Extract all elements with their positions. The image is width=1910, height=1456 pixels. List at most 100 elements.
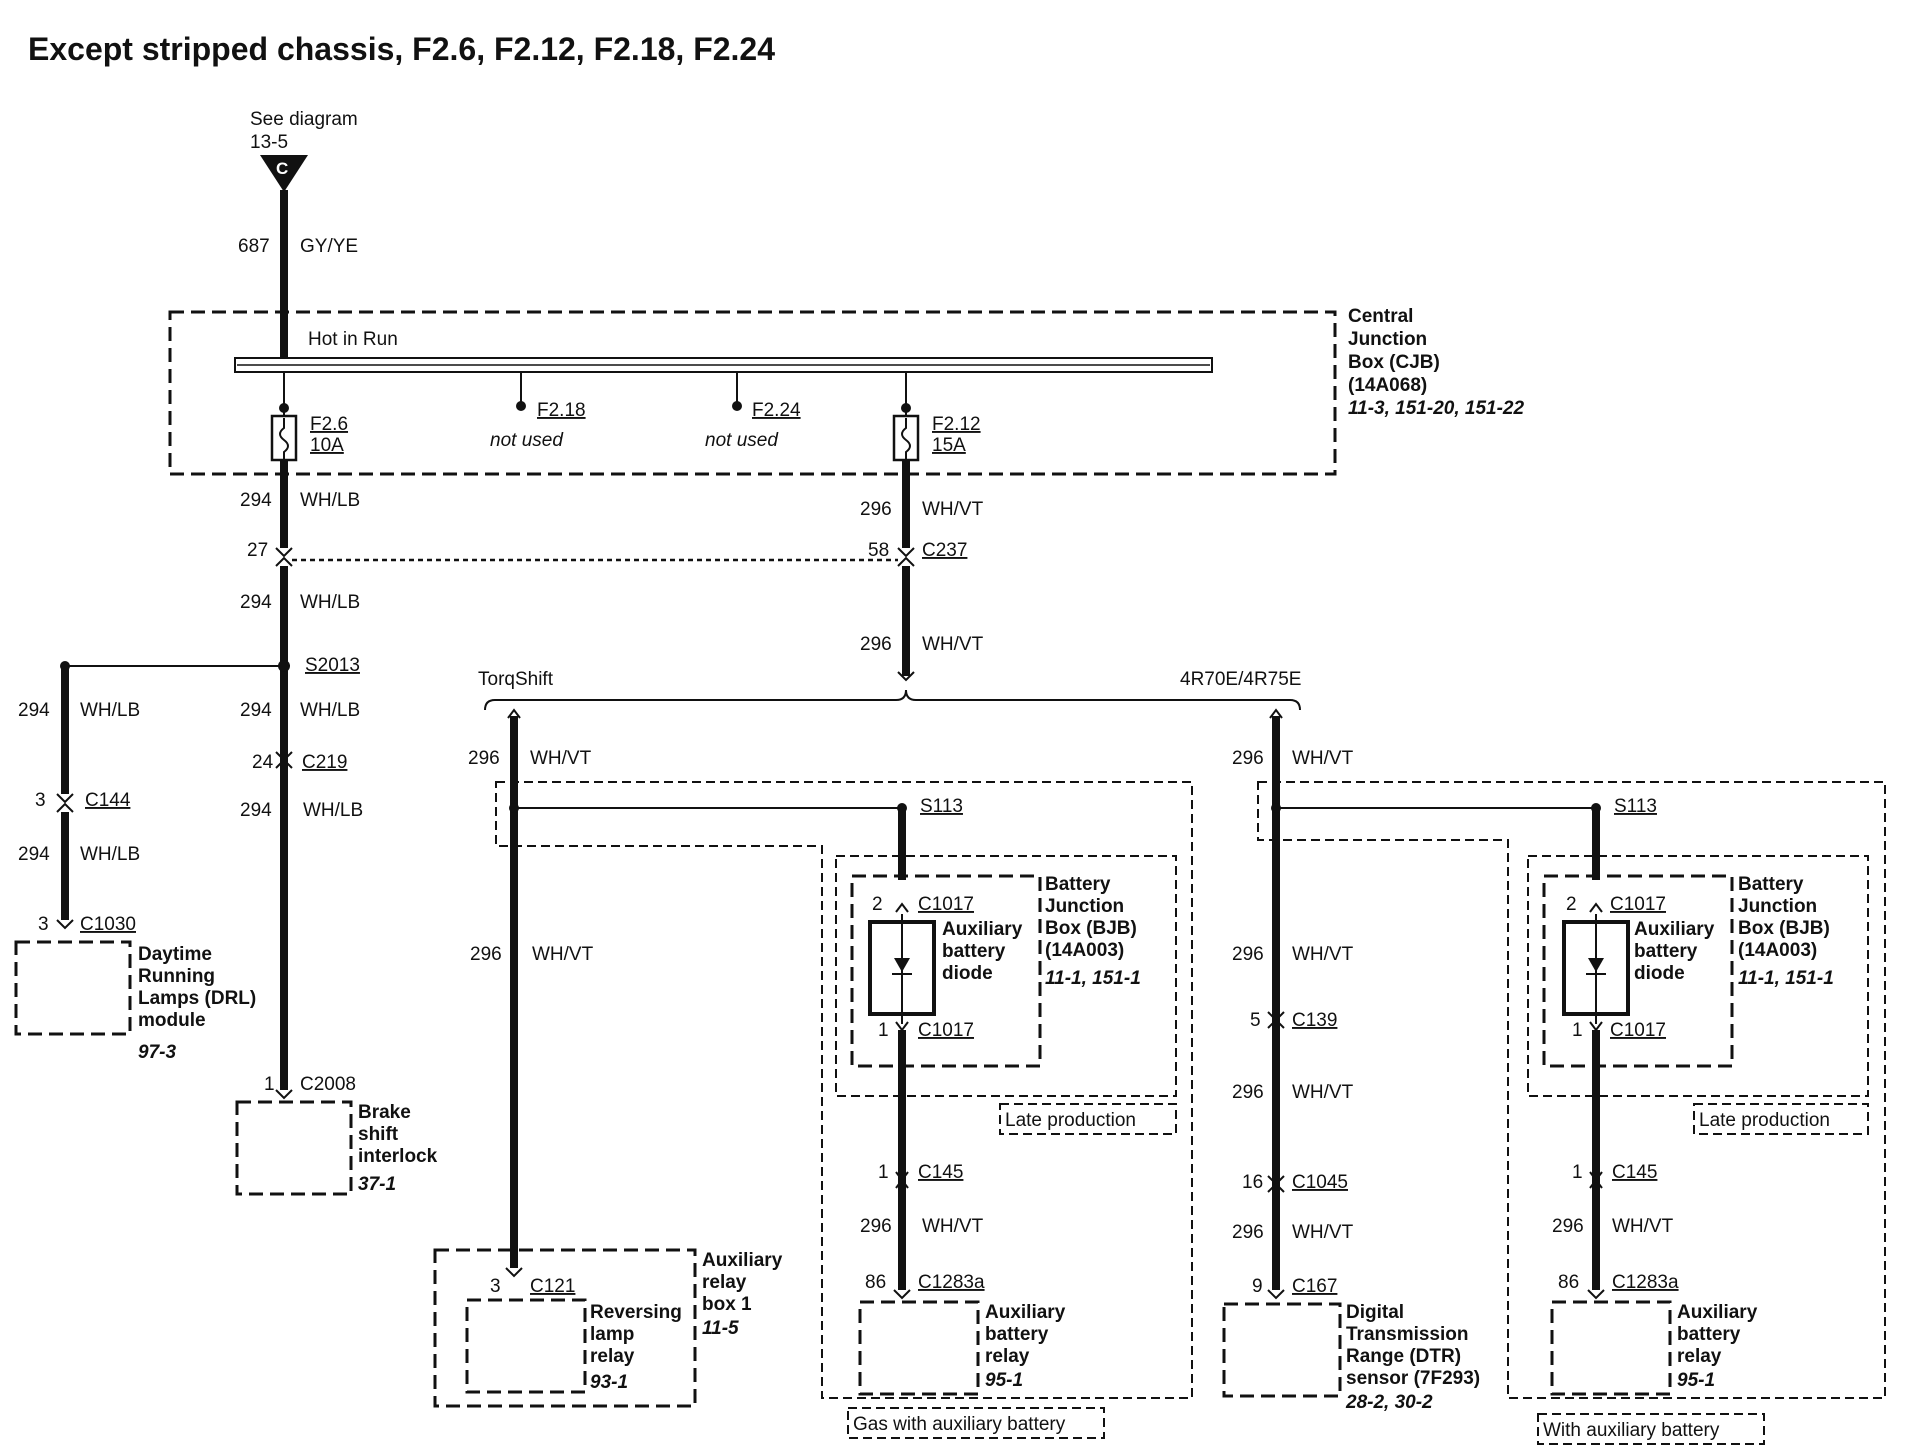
r4r-c1017-bot-pin: 1 bbox=[1572, 1020, 1583, 1041]
arb-name-3: box 1 bbox=[702, 1294, 752, 1315]
c1045-pin: 16 bbox=[1242, 1172, 1263, 1193]
r4r-diode-icon bbox=[1588, 958, 1604, 972]
with-aux-battery-tag bbox=[1537, 1413, 1765, 1445]
dtr-name-2: Transmission bbox=[1346, 1324, 1469, 1345]
arb-name-2: relay bbox=[702, 1272, 747, 1293]
torq-c1017-top-pin: 2 bbox=[872, 894, 883, 915]
r4r-aux-relay-name-1: Auxiliary bbox=[1677, 1302, 1758, 1323]
r4r-c1283-pin: 86 bbox=[1558, 1272, 1579, 1293]
c237-label: C237 bbox=[922, 540, 967, 561]
rev-relay-name-3: relay bbox=[590, 1346, 635, 1367]
fuse-f2-6-id: F2.6 bbox=[310, 414, 348, 435]
torq-bjb-name-3: Box (BJB) bbox=[1045, 918, 1137, 939]
torq-bjb-ref: 11-1, 151-1 bbox=[1045, 968, 1141, 989]
brake-wire-2-circuit: 294 bbox=[240, 800, 272, 821]
wire-294-upper-color: WH/LB bbox=[300, 490, 360, 511]
fuse-f2-12-id: F2.12 bbox=[932, 414, 981, 435]
brake-wire-2-color: WH/LB bbox=[303, 800, 363, 821]
c139-pin: 5 bbox=[1250, 1010, 1261, 1031]
r4r-late-production-tag bbox=[1693, 1103, 1869, 1135]
brake-name-2: shift bbox=[358, 1124, 399, 1145]
source-connector-icon bbox=[260, 155, 308, 192]
r4r-bjb-name-4: (14A003) bbox=[1738, 940, 1817, 961]
c237-pin-right: 58 bbox=[868, 540, 889, 561]
r4r-bjb-box bbox=[1542, 874, 1734, 1068]
arb-ref: 11-5 bbox=[702, 1318, 739, 1339]
wire-294-upper-circuit: 294 bbox=[240, 490, 272, 511]
drl-name-2: Running bbox=[138, 966, 215, 987]
feed-wire-color: GY/YE bbox=[300, 236, 358, 257]
page-title: Except stripped chassis, F2.6, F2.12, F2… bbox=[28, 31, 775, 67]
feed-wire-circuit: 687 bbox=[238, 236, 270, 257]
r4r-aux-relay-name-2: battery bbox=[1677, 1324, 1741, 1345]
r4r-bjb-name-1: Battery bbox=[1738, 874, 1804, 895]
torq-c1283-label: C1283a bbox=[918, 1272, 985, 1293]
torq-aux-relay-name-1: Auxiliary bbox=[985, 1302, 1066, 1323]
dtr-sensor-box bbox=[1222, 1302, 1342, 1398]
r4r-wire-top-color: WH/VT bbox=[1292, 748, 1354, 769]
r4r-wire-aux-circuit: 296 bbox=[1552, 1216, 1584, 1237]
cjb-name-4: (14A068) bbox=[1348, 375, 1427, 396]
c139-label: C139 bbox=[1292, 1010, 1337, 1031]
c219-pin: 24 bbox=[252, 752, 274, 773]
torq-wire-relay-circuit: 296 bbox=[470, 944, 502, 965]
r4r-c145-pin: 1 bbox=[1572, 1162, 1583, 1183]
torq-late-production-tag bbox=[999, 1103, 1177, 1135]
drl-name-1: Daytime bbox=[138, 944, 212, 965]
torq-late-production-label: Late production bbox=[1005, 1110, 1136, 1131]
gas-aux-battery-label: Gas with auxiliary battery bbox=[853, 1414, 1066, 1435]
gas-aux-battery-tag bbox=[847, 1407, 1105, 1439]
source-letter: C bbox=[276, 159, 288, 178]
r4r-c1017-top-label: C1017 bbox=[1610, 894, 1666, 915]
brake-name-1: Brake bbox=[358, 1102, 411, 1123]
fuse-f2-24-id: F2.24 bbox=[752, 400, 801, 421]
dtr-name-3: Range (DTR) bbox=[1346, 1346, 1461, 1367]
r4r-wire-2-circuit: 296 bbox=[1232, 1082, 1264, 1103]
r4r-diode-name-1: Auxiliary bbox=[1634, 919, 1715, 940]
torq-splice-s113-label: S113 bbox=[920, 796, 963, 817]
torq-c145-pin: 1 bbox=[878, 1162, 889, 1183]
torq-diode-name-3: diode bbox=[942, 963, 993, 984]
torq-c1017-top-label: C1017 bbox=[918, 894, 974, 915]
dtr-name-1: Digital bbox=[1346, 1302, 1404, 1323]
r4r-wire-aux-color: WH/VT bbox=[1612, 1216, 1674, 1237]
r4r-wire-3-circuit: 296 bbox=[1232, 1222, 1264, 1243]
wire-296-upper-circuit: 296 bbox=[860, 499, 892, 520]
c1030-label: C1030 bbox=[80, 914, 136, 935]
fuse-f2-18-id: F2.18 bbox=[537, 400, 586, 421]
arb-name-1: Auxiliary bbox=[702, 1250, 783, 1271]
torq-bjb-name-1: Battery bbox=[1045, 874, 1111, 895]
drl-wire-2-color: WH/LB bbox=[80, 844, 140, 865]
c219-label: C219 bbox=[302, 752, 347, 773]
r4r-wire-mid-circuit: 296 bbox=[1232, 944, 1264, 965]
c2008-label: C2008 bbox=[300, 1074, 356, 1095]
torq-c1017-bot-label: C1017 bbox=[918, 1020, 974, 1041]
torq-wire-aux-circuit: 296 bbox=[860, 1216, 892, 1237]
fuse-f2-24-note: not used bbox=[705, 430, 779, 451]
r4r-bjb-ref: 11-1, 151-1 bbox=[1738, 968, 1834, 989]
aux-relay-box-1 bbox=[433, 1248, 697, 1408]
drl-wire-1-circuit: 294 bbox=[18, 700, 50, 721]
r4r-late-production-label: Late production bbox=[1699, 1110, 1830, 1131]
c237-pin-left: 27 bbox=[247, 540, 268, 561]
dtr-ref: 28-2, 30-2 bbox=[1345, 1392, 1433, 1413]
r4r-wire-2-color: WH/VT bbox=[1292, 1082, 1354, 1103]
torq-aux-relay-box bbox=[858, 1300, 980, 1396]
wire-296-mid-circuit: 296 bbox=[860, 634, 892, 655]
torq-wire-aux-color: WH/VT bbox=[922, 1216, 984, 1237]
r4r-c1283-label: C1283a bbox=[1612, 1272, 1679, 1293]
r4r-bjb-name-3: Box (BJB) bbox=[1738, 918, 1830, 939]
drl-ref: 97-3 bbox=[138, 1042, 176, 1063]
r4r-c1017-bot-label: C1017 bbox=[1610, 1020, 1666, 1041]
r4r-aux-relay-name-3: relay bbox=[1677, 1346, 1722, 1367]
torq-diode-name-1: Auxiliary bbox=[942, 919, 1023, 940]
see-diagram-ref: 13-5 bbox=[250, 132, 288, 153]
cjb-name-2: Junction bbox=[1348, 329, 1427, 350]
drl-module-box bbox=[14, 940, 132, 1036]
torq-c145-label: C145 bbox=[918, 1162, 963, 1183]
torq-aux-relay-name-3: relay bbox=[985, 1346, 1030, 1367]
r4r-bjb-name-2: Junction bbox=[1738, 896, 1817, 917]
option-4r70e-label: 4R70E/4R75E bbox=[1180, 669, 1301, 690]
torq-c1017-bot-pin: 1 bbox=[878, 1020, 889, 1041]
brake-wire-1-circuit: 294 bbox=[240, 700, 272, 721]
